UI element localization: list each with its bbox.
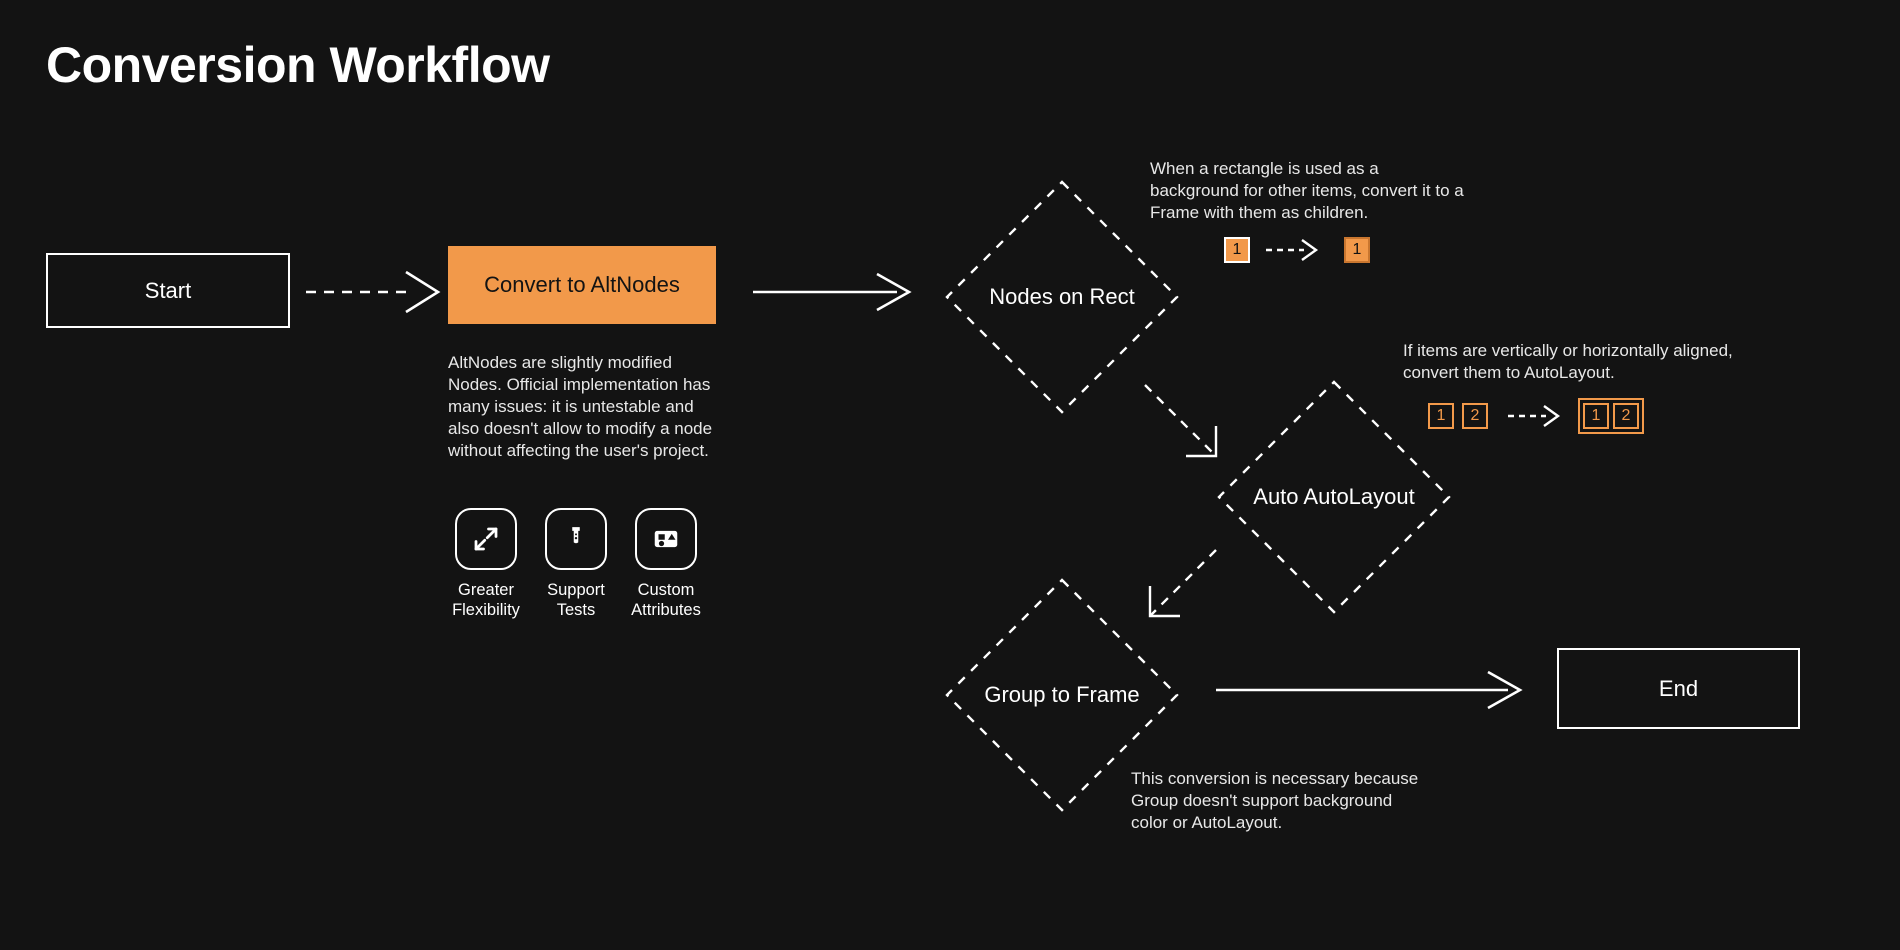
badge-before-1: 1 xyxy=(1428,403,1454,429)
feature-label: Custom Attributes xyxy=(631,581,701,619)
node-start[interactable]: Start xyxy=(46,253,290,328)
feature-support-tests[interactable]: Support Tests xyxy=(542,508,610,620)
badge-before-2: 2 xyxy=(1462,403,1488,429)
node-end[interactable]: End xyxy=(1557,648,1800,729)
node-group-to-frame[interactable]: Group to Frame xyxy=(943,576,1181,814)
feature-label: Greater Flexibility xyxy=(452,581,520,619)
edge-start-to-convert xyxy=(306,270,441,314)
badge-group-frame: 1 2 xyxy=(1578,398,1644,434)
edge-nodes-on-rect-to-auto-autolayout xyxy=(1144,384,1218,458)
annotation-nodes-on-rect-badges: 1 1 xyxy=(1224,237,1370,263)
badge-after-1: 1 xyxy=(1344,237,1370,263)
edge-group-to-frame-to-end xyxy=(1216,670,1523,710)
node-convert-to-altnodes[interactable]: Convert to AltNodes xyxy=(448,246,716,324)
shapes-panel-icon xyxy=(635,508,697,570)
badge-before-1: 1 xyxy=(1224,237,1250,263)
edge-auto-autolayout-to-group-to-frame xyxy=(1148,549,1217,618)
annotation-auto-autolayout-badges: 1 2 1 2 xyxy=(1428,398,1644,434)
page-title: Conversion Workflow xyxy=(46,37,550,93)
feature-list: Greater Flexibility Support Tests xyxy=(452,508,724,620)
edge-convert-to-nodes-on-rect xyxy=(753,272,912,312)
badge-arrow xyxy=(1250,239,1319,261)
node-auto-autolayout[interactable]: Auto AutoLayout xyxy=(1215,378,1453,616)
node-end-label: End xyxy=(1658,675,1699,701)
badge-arrow xyxy=(1488,405,1561,427)
node-start-label: Start xyxy=(144,277,192,303)
convert-note-text: AltNodes are slightly modified Nodes. Of… xyxy=(448,353,713,460)
diamond-outline xyxy=(945,180,1179,414)
node-group-to-frame-label: Group to Frame xyxy=(984,682,1140,707)
node-convert-label: Convert to AltNodes xyxy=(484,272,680,297)
badge-after-1: 1 xyxy=(1583,403,1609,429)
node-auto-autolayout-label: Auto AutoLayout xyxy=(1253,484,1415,509)
expand-arrows-icon xyxy=(455,508,517,570)
feature-greater-flexibility[interactable]: Greater Flexibility xyxy=(452,508,520,620)
node-nodes-on-rect-label: Nodes on Rect xyxy=(989,284,1135,309)
test-tube-icon xyxy=(545,508,607,570)
annotation-nodes-on-rect-text: When a rectangle is used as a background… xyxy=(1150,159,1464,222)
feature-custom-attributes[interactable]: Custom Attributes xyxy=(631,508,701,620)
annotation-group-to-frame-text: This conversion is necessary because Gro… xyxy=(1131,769,1419,832)
feature-label: Support Tests xyxy=(547,581,605,619)
diamond-outline xyxy=(945,578,1179,812)
annotation-auto-autolayout-text: If items are vertically or horizontally … xyxy=(1403,341,1733,382)
diamond-outline xyxy=(1217,380,1451,614)
badge-after-2: 2 xyxy=(1613,403,1639,429)
node-nodes-on-rect[interactable]: Nodes on Rect xyxy=(943,178,1181,416)
